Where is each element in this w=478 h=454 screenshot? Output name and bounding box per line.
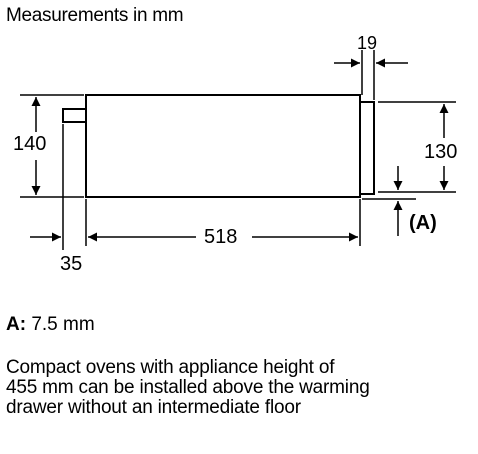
dimension-label-518: 518 xyxy=(204,226,238,248)
note-a-value: A: 7.5 mm xyxy=(6,314,95,336)
dimension-label-140: 140 xyxy=(13,133,47,155)
note-compact-ovens: Compact ovens with appliance height of 4… xyxy=(6,358,472,418)
note-compact-line-2: 455 mm can be installed above the warmin… xyxy=(6,377,370,398)
dimension-130 xyxy=(378,101,456,193)
dimension-19 xyxy=(334,50,408,100)
drawer-rear-connector xyxy=(62,108,87,123)
note-a-text: 7.5 mm xyxy=(26,314,95,335)
page-title: Measurements in mm xyxy=(6,5,184,26)
dimension-label-a: (A) xyxy=(409,212,437,234)
note-a-key: A: xyxy=(6,314,27,335)
dimension-35 xyxy=(30,124,64,250)
dimension-140 xyxy=(20,94,84,198)
dimension-label-19: 19 xyxy=(357,33,378,53)
note-compact-line-1: Compact ovens with appliance height of xyxy=(6,357,335,378)
dimension-offset-a xyxy=(362,166,416,236)
note-compact-line-3: drawer without an intermediate floor xyxy=(6,397,301,418)
drawer-body-outline xyxy=(85,94,361,198)
drawer-front-panel xyxy=(359,101,375,195)
dimension-518 xyxy=(85,199,361,246)
dimension-label-130: 130 xyxy=(424,141,458,163)
dimension-label-35: 35 xyxy=(60,253,83,275)
